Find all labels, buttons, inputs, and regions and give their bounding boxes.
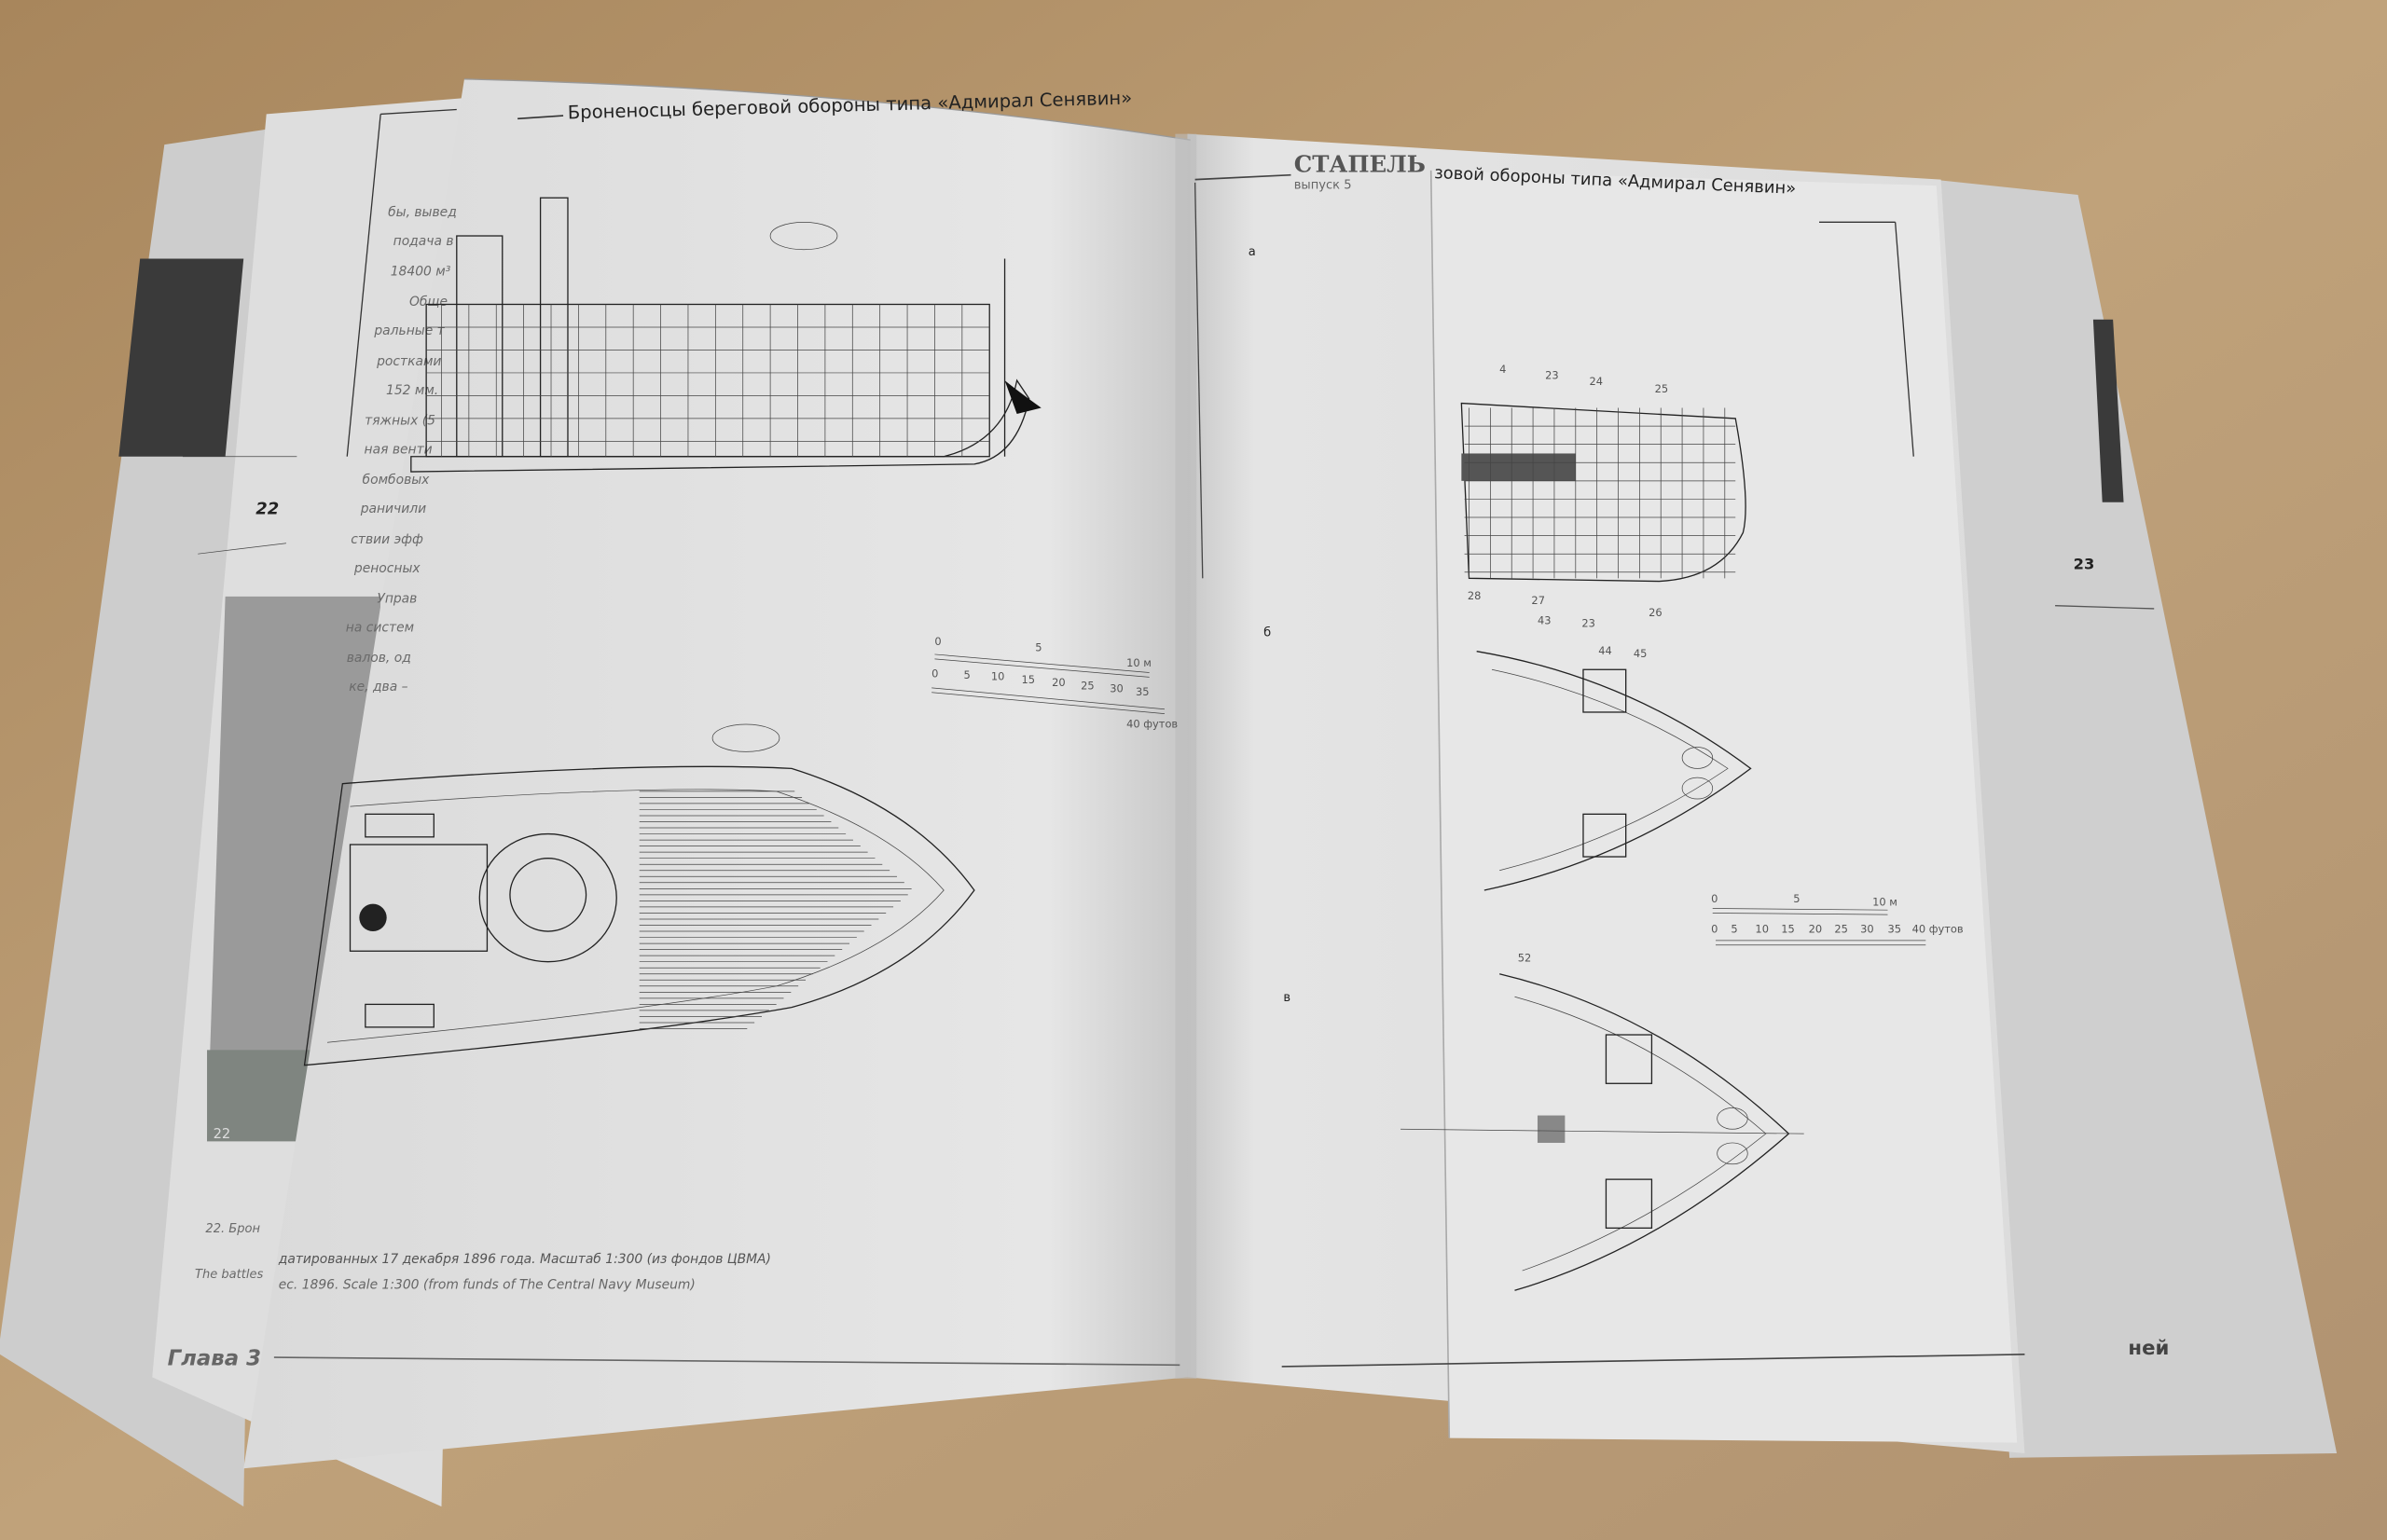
svg-text:15: 15 (1022, 673, 1036, 686)
svg-text:26: 26 (1649, 606, 1663, 619)
svg-text:40 футов: 40 футов (1912, 923, 1964, 936)
bow-side-drawing (1460, 402, 1746, 583)
caption-en: ес. 1896. Scale 1:300 (from funds of The… (279, 1278, 696, 1293)
svg-text:ствии эфф: ствии эфф (351, 532, 423, 547)
svg-text:раничили: раничили (360, 502, 426, 516)
svg-text:0: 0 (1711, 892, 1718, 905)
svg-text:тяжных (5: тяжных (5 (365, 413, 435, 428)
page-number-23: 23 (2074, 556, 2095, 573)
svg-text:43: 43 (1538, 613, 1552, 626)
label-a: а (1249, 245, 1256, 259)
svg-text:0: 0 (1711, 923, 1718, 936)
svg-text:15: 15 (1781, 923, 1795, 936)
svg-text:152 мм.: 152 мм. (386, 383, 438, 398)
svg-text:ная венти: ная венти (365, 442, 433, 457)
svg-text:5: 5 (1731, 923, 1737, 936)
svg-text:30: 30 (1110, 682, 1124, 695)
svg-text:5: 5 (1793, 892, 1800, 905)
bow-top-drawing-v (1400, 973, 1804, 1291)
svg-text:бомбовых: бомбовых (363, 473, 431, 488)
stapel-logo: СТАПЕЛЬ (1294, 150, 1426, 177)
page-22-column-text: бы, вывед подача в 18400 м³ Обще ральные… (346, 205, 457, 694)
svg-text:52: 52 (1518, 952, 1532, 965)
svg-text:25: 25 (1655, 382, 1669, 395)
svg-text:45: 45 (1634, 647, 1648, 660)
callout-numbers: 4 23 24 25 28 27 26 43 23 44 45 52 (1468, 363, 1668, 965)
left-scale-ft-40: 40 футов (1126, 717, 1178, 730)
svg-text:бы, вывед: бы, вывед (388, 205, 457, 220)
svg-text:ральные т: ральные т (373, 323, 445, 338)
svg-text:ке, два –: ке, два – (349, 680, 407, 694)
svg-text:10: 10 (991, 670, 1005, 683)
svg-text:25: 25 (1081, 679, 1095, 692)
svg-text:24: 24 (1589, 375, 1603, 388)
svg-text:реносных: реносных (353, 561, 421, 576)
svg-text:Обще: Обще (409, 295, 448, 309)
svg-text:4: 4 (1499, 363, 1506, 376)
label-b: б (1263, 626, 1271, 639)
svg-text:18400 м³: 18400 м³ (391, 264, 451, 279)
svg-text:23: 23 (1545, 368, 1559, 381)
svg-text:5: 5 (1035, 641, 1042, 654)
issue-number: выпуск 5 (1294, 178, 1352, 192)
svg-text:на систем: на систем (346, 620, 414, 635)
svg-text:10 м: 10 м (1126, 656, 1152, 669)
svg-text:44: 44 (1598, 644, 1612, 657)
svg-text:ростками: ростками (376, 354, 441, 369)
photo-number: 22 (214, 1126, 231, 1142)
right-page-stack (1933, 179, 2338, 1458)
left-footer-chapter: Глава 3 (168, 1346, 261, 1370)
svg-text:20: 20 (1052, 676, 1066, 689)
right-scale-bar: 0 5 10 м 0 5 10 15 20 25 30 35 40 футов (1711, 892, 1964, 946)
svg-text:35: 35 (1887, 923, 1901, 936)
svg-text:27: 27 (1531, 594, 1545, 607)
svg-text:0: 0 (931, 667, 938, 680)
ship-side-profile-drawing (410, 197, 1042, 473)
svg-text:23: 23 (1581, 617, 1595, 630)
label-v: в (1283, 991, 1290, 1005)
svg-text:20: 20 (1809, 923, 1823, 936)
svg-text:28: 28 (1468, 589, 1482, 602)
svg-text:0: 0 (934, 635, 941, 648)
svg-text:5: 5 (963, 668, 970, 681)
svg-text:валов, од: валов, од (347, 651, 411, 666)
foldout-sheet (1430, 170, 2018, 1443)
left-page (243, 78, 1191, 1469)
dark-band-right (2092, 319, 2124, 502)
ship-top-view-drawing (303, 723, 975, 1066)
page-number-22: 22 (255, 500, 279, 519)
bow-top-drawing-b (1476, 651, 1752, 891)
svg-text:10: 10 (1755, 923, 1769, 936)
dark-band (118, 258, 244, 457)
svg-text:30: 30 (1860, 923, 1874, 936)
svg-text:35: 35 (1136, 685, 1150, 698)
svg-text:10 м: 10 м (1872, 895, 1897, 908)
svg-text:Управ: Управ (377, 591, 417, 606)
spine-shadow (1175, 133, 1197, 1379)
right-footer: ней (2128, 1337, 2169, 1360)
caption-en-start: The battles (195, 1268, 264, 1282)
caption-ru-start: 22. Брон (205, 1222, 260, 1236)
svg-text:подача в: подача в (393, 234, 454, 249)
caption-ru: датированных 17 декабря 1896 года. Масшт… (278, 1252, 771, 1267)
left-scale-bar: 0 5 10 м 0 5 10 15 20 25 30 35 40 футов (931, 635, 1178, 730)
svg-text:25: 25 (1834, 923, 1848, 936)
